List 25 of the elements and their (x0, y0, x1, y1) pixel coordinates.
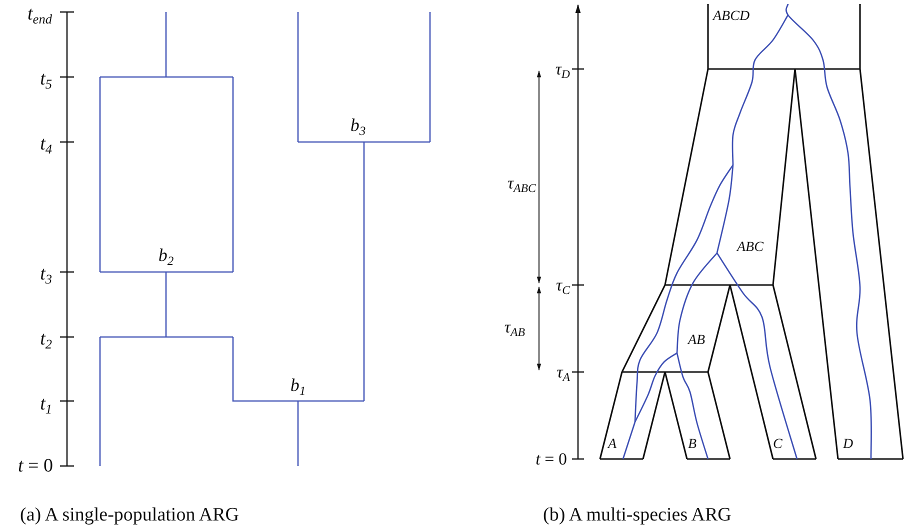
population-label: AB (688, 334, 706, 348)
axis-label: τ$_{A}$ (556, 364, 570, 380)
population-label: B (688, 438, 697, 452)
population-label: D (843, 438, 854, 452)
axis-label: t$_{end}$ (28, 4, 52, 24)
subfigure-caption: (b) A multi-species ARG (543, 506, 732, 524)
subfigure-caption: (a) A single-population ARG (20, 506, 240, 524)
branch-label: b$_{3}$ (350, 116, 366, 134)
axis-label: t$_{5}$ (40, 70, 52, 88)
branch-label: b$_{1}$ (290, 376, 306, 394)
branch-label: b$_{2}$ (158, 246, 174, 264)
population-label: A (608, 438, 617, 452)
axis-label: t$_{3}$ (40, 264, 52, 284)
axis-label: t = 0 (18, 456, 53, 476)
axis-label: t$_{1}$ (40, 394, 52, 414)
axis-label: t$_{2}$ (40, 330, 52, 348)
interval-label: τ$_{AB}$ (504, 318, 525, 336)
interval-label: τ$_{ABC}$ (507, 174, 536, 192)
axis-label: t = 0 (536, 450, 567, 468)
axis-label: τ$_{D}$ (555, 60, 570, 78)
population-label: C (773, 438, 782, 452)
population-label: ABCD (713, 10, 750, 24)
axis-label: τ$_{C}$ (556, 276, 570, 294)
population-label: ABC (737, 241, 764, 255)
axis-label: t$_{4}$ (40, 134, 52, 154)
